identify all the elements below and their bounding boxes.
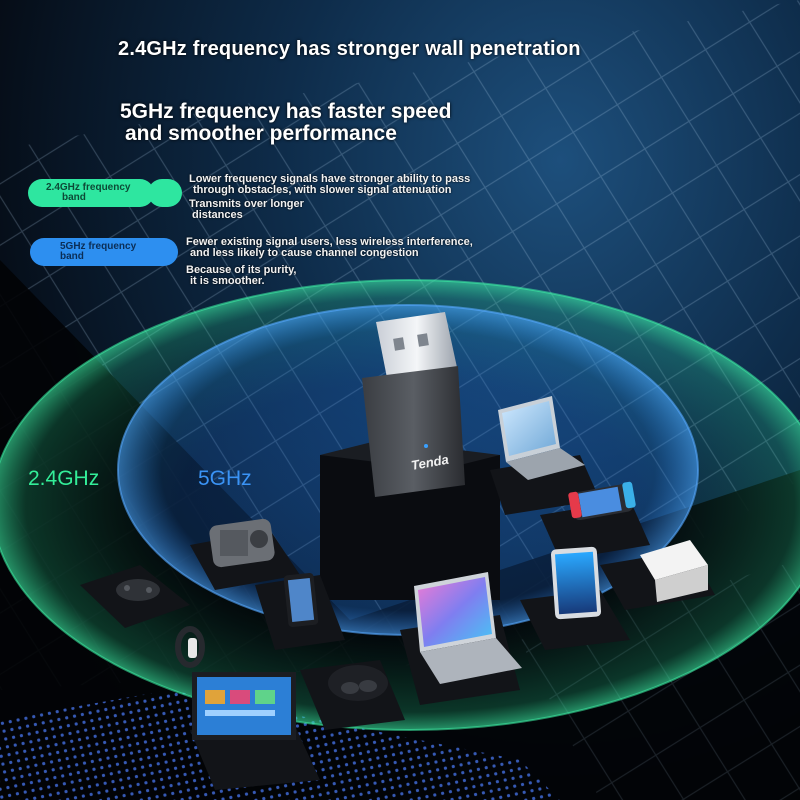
smartphone-icon: [283, 572, 319, 628]
band-5-note-smoothness-line-1: Because of its purity,: [186, 264, 297, 276]
band-24-legend-pill: 2.4GHz frequency band: [28, 179, 182, 207]
tablet-icon: [550, 546, 602, 620]
faster-speed-line-2: and smoother performance: [125, 122, 397, 145]
laptop-icon: [414, 572, 522, 684]
laptop-icon: [498, 396, 585, 480]
band-5-ring-label: 5GHz: [198, 467, 252, 490]
band-24-note-distance-line-2: distances: [192, 209, 243, 221]
faster-speed-headline: 5GHz frequency has faster speed and smoo…: [120, 101, 451, 145]
band-24-note-attenuation-line-1: Lower frequency signals have stronger ab…: [189, 173, 471, 185]
fitness-band-icon: [175, 626, 205, 668]
band-24-legend-label-line-1: 2.4GHz frequency: [46, 182, 131, 193]
band-5-note-interference: Fewer existing signal users, less wirele…: [186, 237, 473, 259]
band-5-legend-label-line-2: band: [60, 251, 84, 262]
adapter-brand-logo: Tenda: [410, 452, 450, 473]
usb-wifi-adapter-icon: [362, 312, 465, 497]
band-5-note-interference-line-2: and less likely to cause channel congest…: [190, 247, 419, 259]
band-24-legend-label-line-2: band: [62, 192, 86, 203]
band-5-note-smoothness: Because of its purity, it is smoother.: [186, 265, 296, 287]
smart-speaker-icon: [209, 518, 275, 568]
band-5-note-interference-line-1: Fewer existing signal users, less wirele…: [186, 236, 473, 248]
wall-penetration-headline: 2.4GHz frequency has stronger wall penet…: [118, 38, 581, 60]
band-5-legend-label-line-1: 5GHz frequency: [60, 241, 137, 252]
game-console-icon: [568, 481, 636, 521]
band-5-note-smoothness-line-2: it is smoother.: [190, 275, 265, 287]
vr-headset-icon: [328, 665, 388, 701]
band-24-note-attenuation: Lower frequency signals have stronger ab…: [189, 174, 470, 196]
band-24-note-attenuation-line-2: through obstacles, with slower signal at…: [193, 184, 452, 196]
smart-tv-icon: [192, 672, 296, 740]
gamepad-icon: [116, 579, 160, 601]
band-5-legend-pill: 5GHz frequency band: [30, 238, 178, 266]
band-24-note-distance-line-1: Transmits over longer: [189, 198, 304, 210]
faster-speed-line-1: 5GHz frequency has faster speed: [120, 100, 452, 123]
router-icon: [640, 540, 708, 602]
band-24-note-distance: Transmits over longer distances: [189, 199, 304, 221]
band-24-ring-label: 2.4GHz: [28, 467, 100, 490]
band-24-legend-knob: [148, 179, 182, 207]
